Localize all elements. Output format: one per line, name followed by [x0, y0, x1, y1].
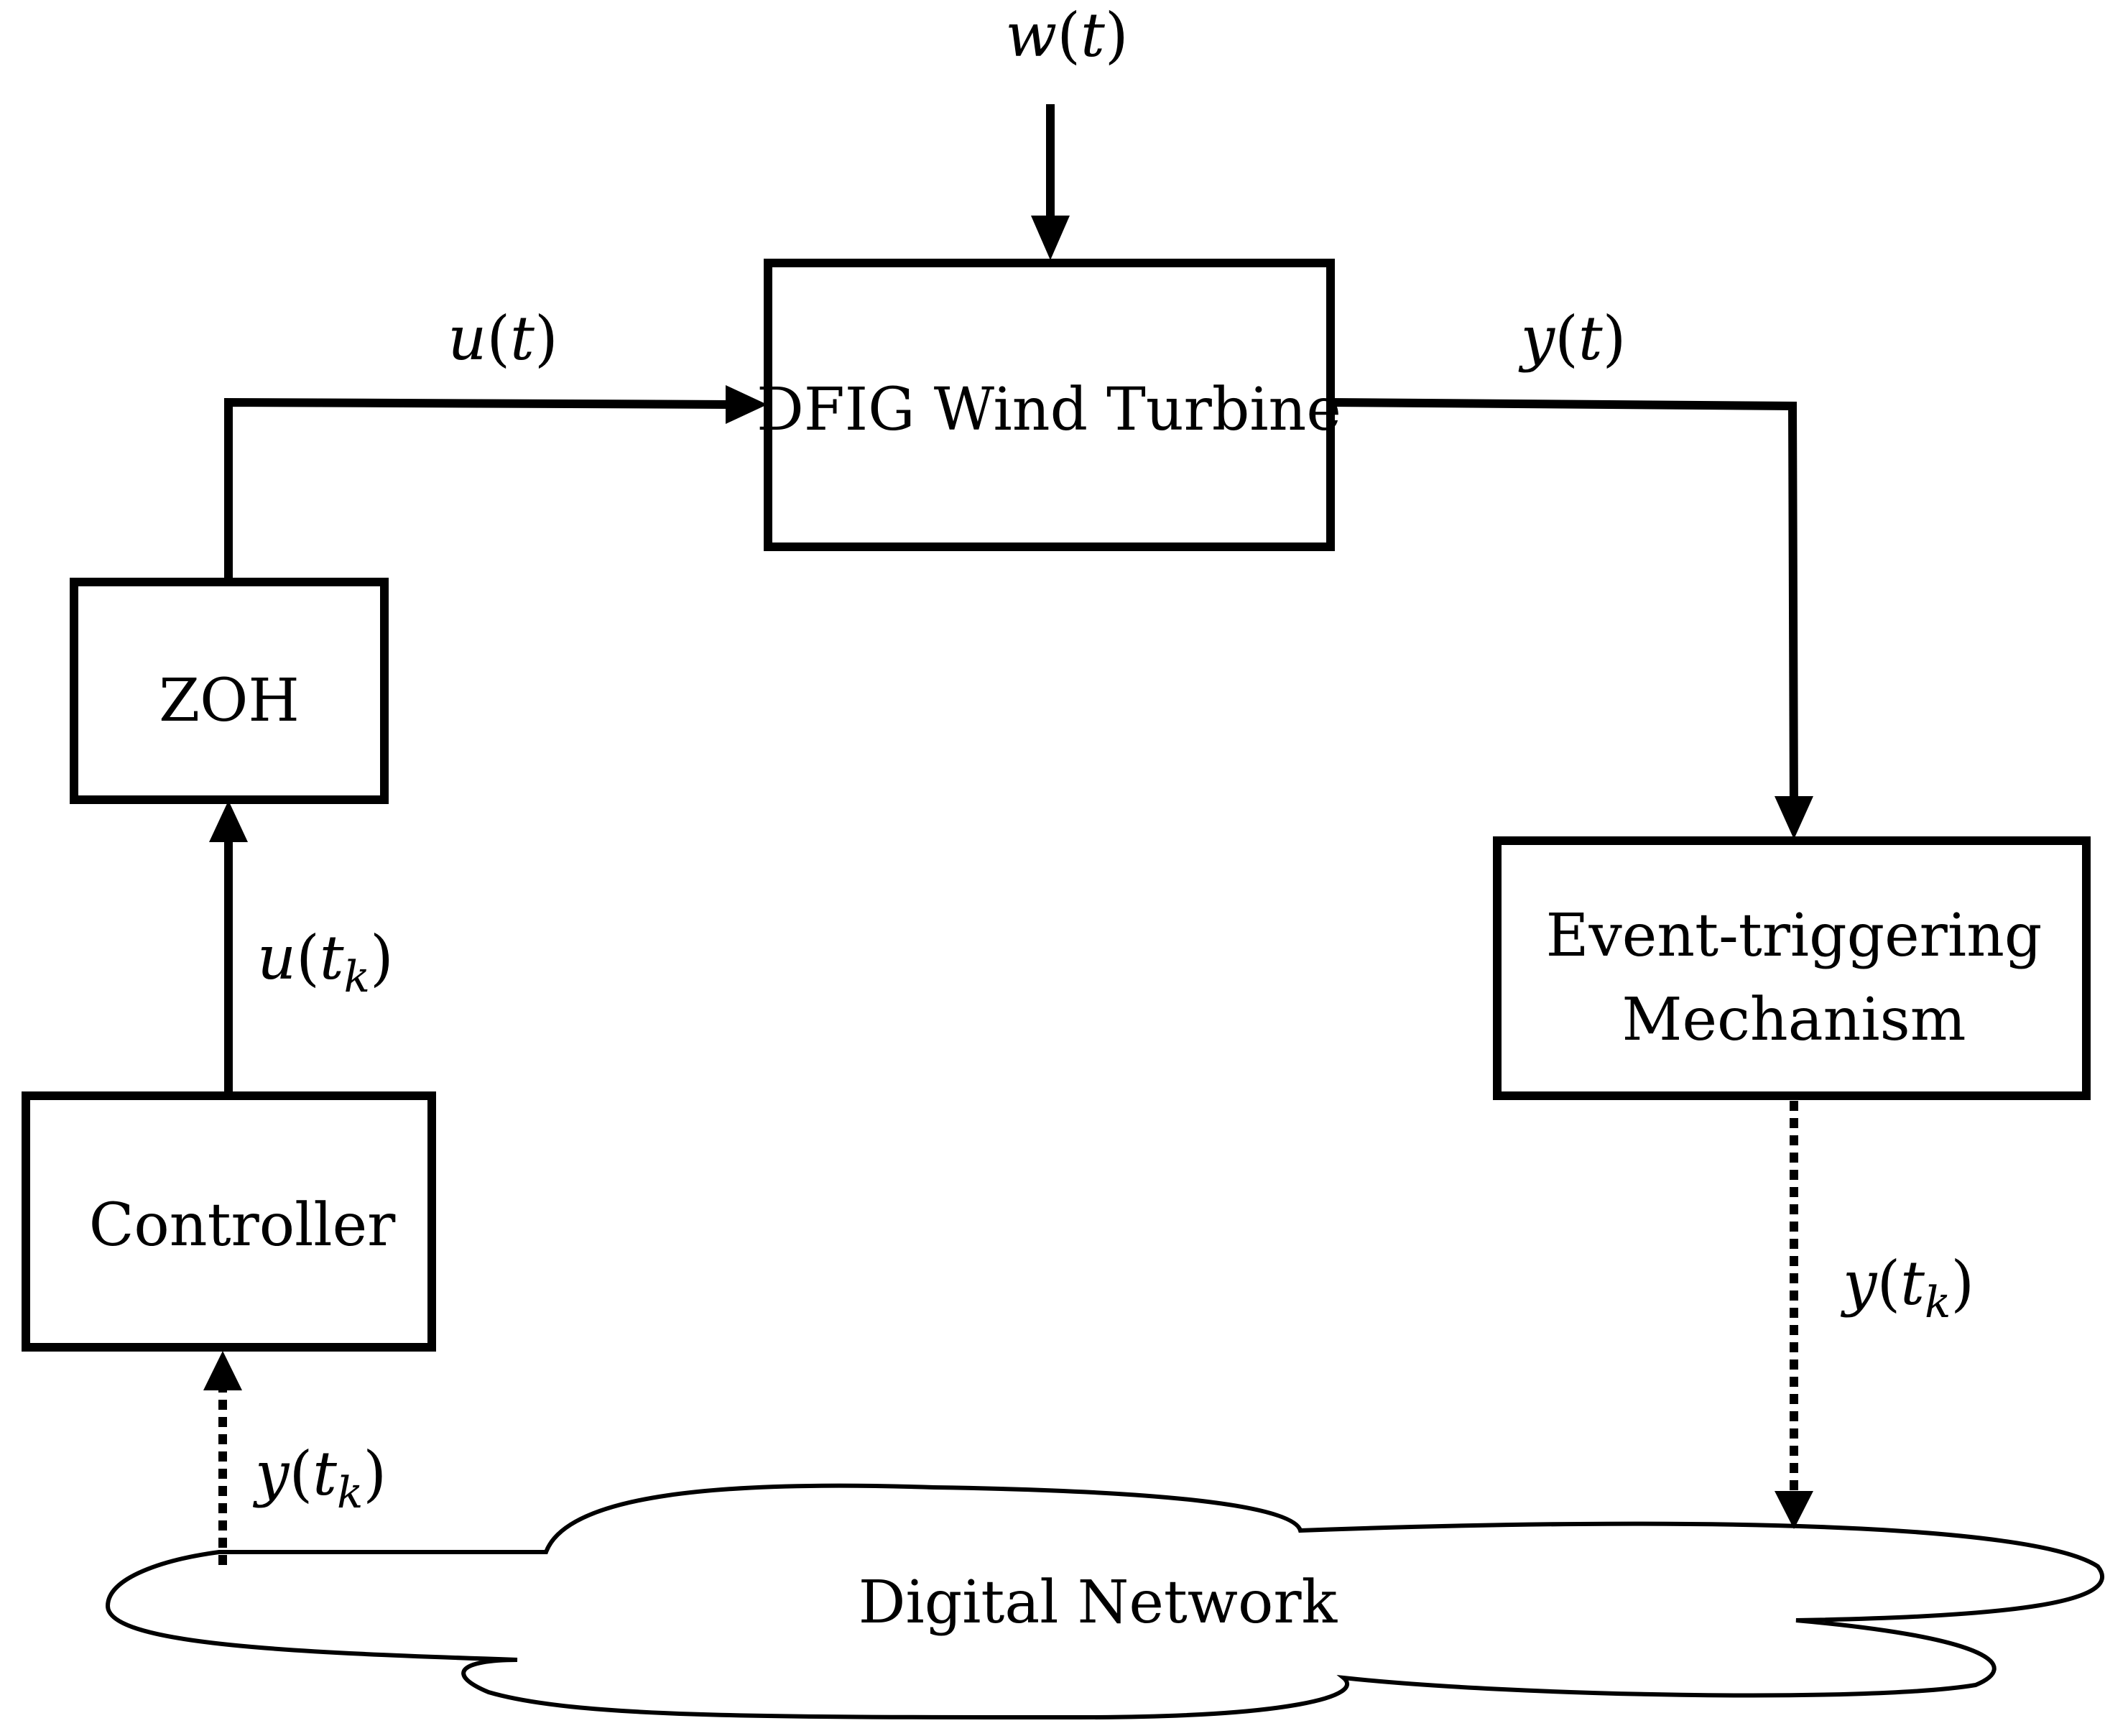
- zoh-block: [70, 578, 389, 804]
- controller-output-arrowhead: [209, 800, 248, 842]
- plant-input-wire: [224, 397, 741, 582]
- controller-output-signal-label: u(tk): [257, 923, 394, 1002]
- zoh-label: ZOH: [159, 667, 300, 735]
- plant-input-arrowhead: [726, 385, 767, 424]
- controller-block: [22, 1091, 436, 1352]
- controller-label: Controller: [89, 1191, 396, 1260]
- plant-input-signal-label: u(t): [448, 303, 558, 374]
- dfig-wind-turbine-label: DFIG Wind Turbine: [757, 376, 1341, 444]
- network-to-controller-arrowhead: [203, 1351, 242, 1390]
- disturbance-signal-label: w(t): [1005, 0, 1128, 70]
- network-output-signal-label: y(tk): [252, 1439, 387, 1518]
- plant-output-signal-label: y(t): [1518, 303, 1627, 374]
- plant-output-arrowhead: [1775, 796, 1813, 839]
- event-triggering-mechanism-block: [1493, 836, 2091, 1100]
- etm-to-network-arrowhead: [1775, 1491, 1813, 1529]
- disturbance-arrowhead: [1031, 216, 1070, 260]
- digital-network-label: Digital Network: [859, 1569, 1338, 1637]
- plant-output-wire: [1330, 398, 1798, 813]
- etm-label-line1: Event-triggering: [1546, 902, 2042, 970]
- etm-output-signal-label: y(tk): [1840, 1248, 1974, 1328]
- etm-label-line2: Mechanism: [1622, 986, 1966, 1054]
- digital-network-cloud: [105, 1483, 2104, 1720]
